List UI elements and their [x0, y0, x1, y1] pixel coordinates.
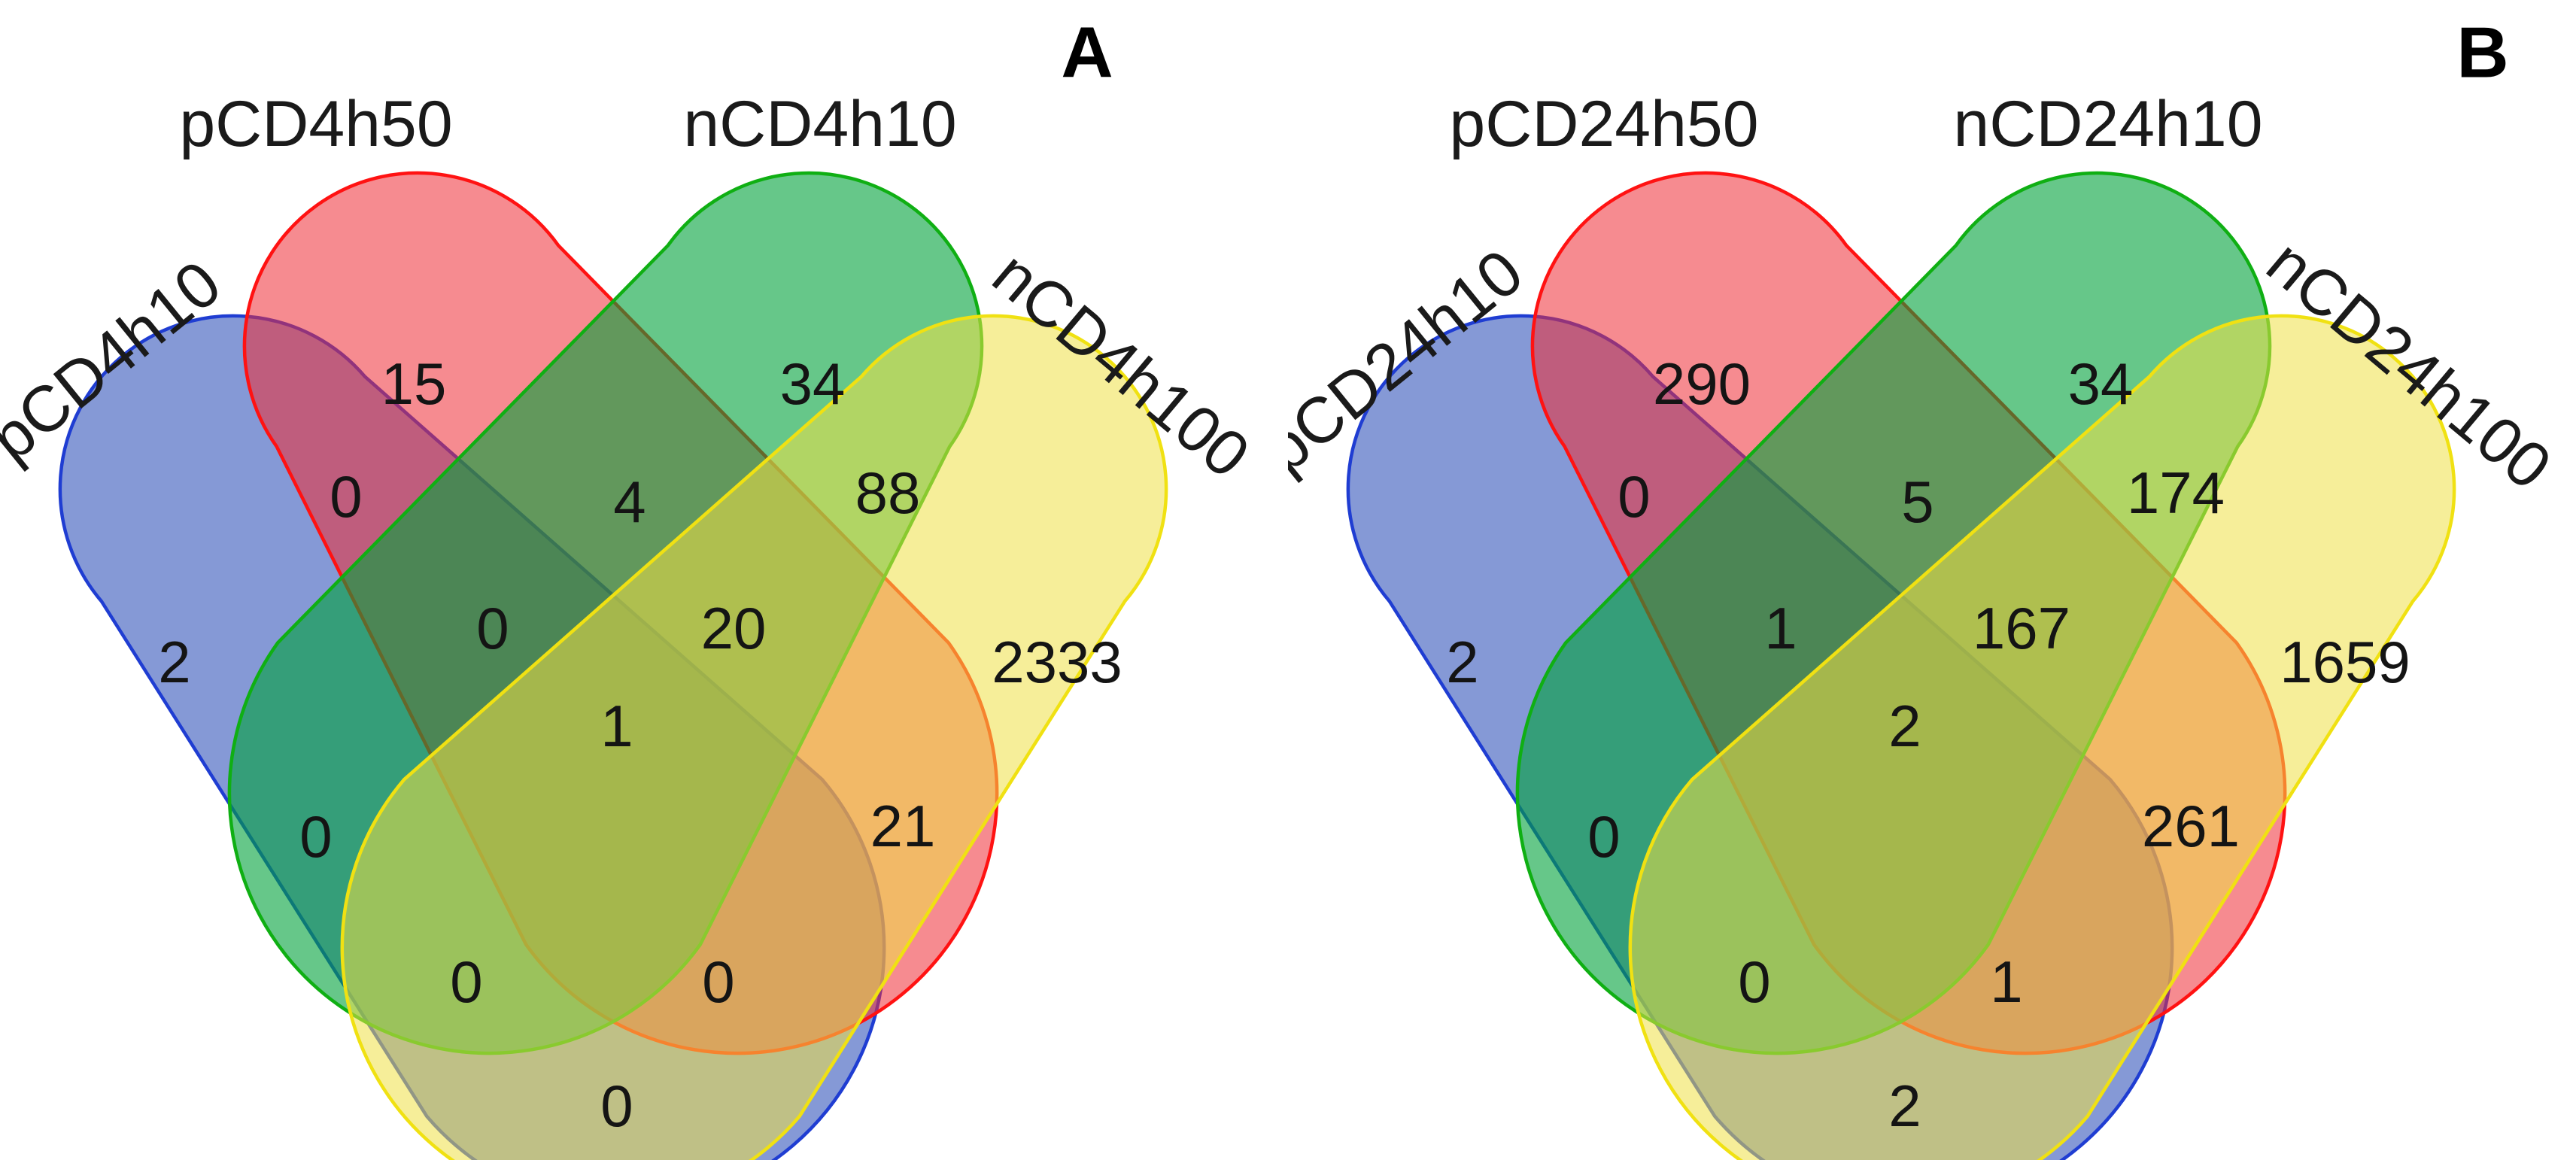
set-label-red: pCD4h50 [179, 88, 452, 160]
region-count-cd: 88 [855, 460, 921, 526]
region-count-bcd: 167 [1973, 595, 2070, 661]
region-count-c: 34 [780, 351, 846, 417]
panel-title: B [2456, 13, 2508, 93]
region-count-ac: 0 [299, 803, 332, 870]
region-count-b: 15 [381, 351, 447, 417]
region-count-ab: 0 [1618, 463, 1650, 530]
region-count-a: 2 [158, 629, 190, 695]
panel-a: A pCD4h10 pCD4h50 nCD4h10 nCD4h100 2 15 … [0, 13, 1262, 1160]
region-count-bc: 4 [613, 469, 646, 535]
panel-b: B pCD24h10 pCD24h50 nCD24h10 nCD24h100 2… [1288, 0, 2576, 1160]
region-count-abcd: 2 [1888, 693, 1921, 759]
region-count-a: 2 [1446, 629, 1478, 695]
region-count-abd: 0 [702, 949, 734, 1015]
panel-title: A [1061, 13, 1113, 93]
venn-diagram-a: A pCD4h10 pCD4h50 nCD4h10 nCD4h100 2 15 … [0, 13, 1262, 1160]
venn-diagram-b: B pCD24h10 pCD24h50 nCD24h10 nCD24h100 2… [1288, 13, 2565, 1160]
region-count-abc: 0 [476, 595, 509, 661]
region-count-cd: 174 [2127, 460, 2225, 526]
region-count-bcd: 20 [701, 595, 767, 661]
region-count-ab: 0 [330, 463, 362, 530]
set-label-red: pCD24h50 [1449, 88, 1758, 160]
region-count-acd: 0 [450, 949, 482, 1015]
region-count-d: 2333 [992, 629, 1122, 695]
region-count-ad: 0 [600, 1073, 633, 1139]
set-label-green: nCD4h10 [683, 88, 956, 160]
venn-set-shape-yellow [1628, 314, 2456, 1160]
region-count-acd: 0 [1738, 949, 1770, 1015]
region-count-bd: 21 [870, 793, 936, 859]
region-count-bc: 5 [1901, 469, 1934, 535]
region-count-b: 290 [1653, 351, 1751, 417]
region-count-abc: 1 [1764, 595, 1797, 661]
region-count-bd: 261 [2142, 793, 2240, 859]
region-count-ac: 0 [1587, 803, 1620, 870]
region-count-abcd: 1 [600, 693, 633, 759]
venn-set-shape-yellow [340, 314, 1168, 1160]
region-count-abd: 1 [1990, 949, 2022, 1015]
region-count-c: 34 [2068, 351, 2134, 417]
set-label-green: nCD24h10 [1953, 88, 2262, 160]
region-count-ad: 2 [1888, 1073, 1921, 1139]
region-count-d: 1659 [2280, 629, 2410, 695]
